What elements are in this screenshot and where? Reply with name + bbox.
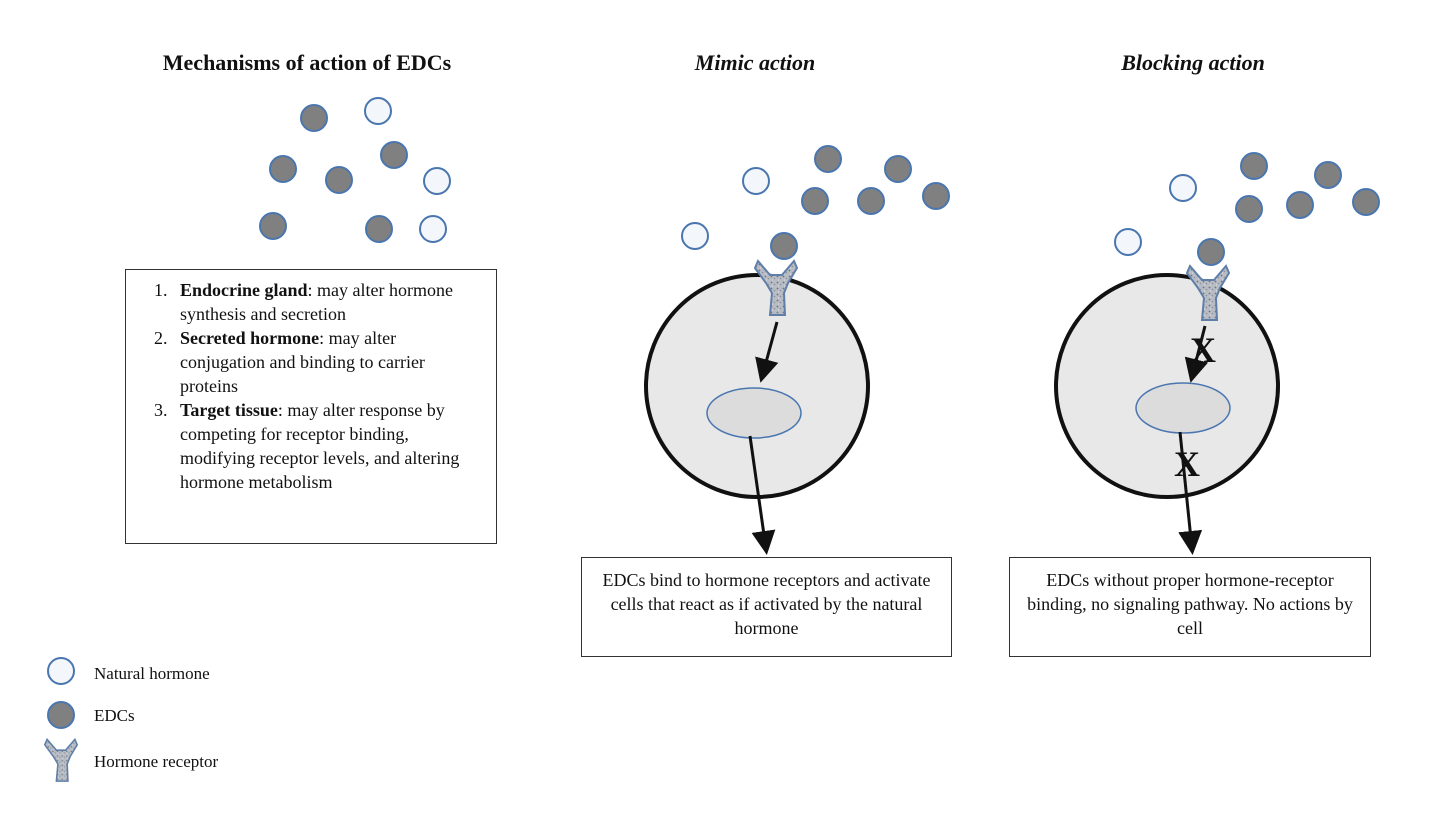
edc-bound-molecule — [1197, 238, 1225, 266]
legend-edc-swatch — [47, 701, 75, 729]
edc-molecule — [801, 187, 829, 215]
mechanisms-title: Mechanisms of action of EDCs — [162, 50, 452, 75]
blocking-signal-arrow — [1184, 325, 1209, 383]
natural-hormone-molecule — [423, 167, 451, 195]
edc-molecule — [884, 155, 912, 183]
mechanism-term: Target tissue — [180, 400, 278, 420]
legend-hormone-receptor-label: Hormone receptor — [94, 752, 219, 771]
mimic-molecule-cluster — [681, 145, 950, 250]
natural-hormone-molecule — [681, 222, 709, 250]
mimic-nucleus — [706, 387, 802, 439]
blocking-action-title: Blocking action — [1121, 50, 1265, 75]
edc-bound-molecule — [770, 232, 798, 260]
blocking-response-arrow — [1178, 431, 1203, 555]
edc-molecule — [269, 155, 297, 183]
legend-hormone-receptor-icon — [44, 738, 78, 782]
natural-hormone-molecule — [1114, 228, 1142, 256]
edc-molecule — [325, 166, 353, 194]
natural-hormone-molecule — [1169, 174, 1197, 202]
legend-natural-hormone-swatch — [47, 657, 75, 685]
edc-molecule — [1235, 195, 1263, 223]
legend-edc-label: EDCs — [94, 706, 135, 725]
blocking-nucleus — [1135, 382, 1231, 434]
natural-hormone-molecule — [742, 167, 770, 195]
mimic-response-arrow — [748, 435, 776, 555]
mechanism-term: Secreted hormone — [180, 328, 320, 348]
legend-natural-hormone-label: Natural hormone — [94, 664, 210, 683]
mechanisms-molecule-cluster — [259, 97, 451, 243]
edc-molecule — [1352, 188, 1380, 216]
mimic-cell — [644, 273, 870, 499]
mechanism-item: Secreted hormone: may alter conjugation … — [172, 326, 484, 398]
edc-molecule — [300, 104, 328, 132]
edc-molecule — [365, 215, 393, 243]
mechanisms-list-box: Endocrine gland: may alter hormone synth… — [125, 269, 497, 544]
mechanism-item: Target tissue: may alter response by com… — [172, 398, 484, 494]
blocking-molecule-cluster — [1114, 152, 1380, 256]
blocking-caption-box: EDCs without proper hormone-receptor bin… — [1009, 557, 1371, 657]
mechanism-text: : may alter hormone synthesis and secret… — [180, 280, 453, 324]
edc-molecule — [1240, 152, 1268, 180]
natural-hormone-molecule — [364, 97, 392, 125]
mimic-action-title: Mimic action — [694, 50, 816, 75]
mechanism-text: : may alter response by competing for re… — [180, 400, 460, 492]
edc-molecule — [1314, 161, 1342, 189]
edc-molecule — [380, 141, 408, 169]
edc-molecule — [259, 212, 287, 240]
mechanisms-list: Endocrine gland: may alter hormone synth… — [138, 278, 484, 494]
block-mark: X — [1190, 330, 1216, 370]
mimic-caption-box: EDCs bind to hormone receptors and activ… — [581, 557, 952, 657]
block-mark: X — [1174, 444, 1200, 484]
mimic-signal-arrow — [755, 321, 779, 383]
mechanism-term: Endocrine gland — [180, 280, 308, 300]
mechanism-item: Endocrine gland: may alter hormone synth… — [172, 278, 484, 326]
edc-molecule — [1286, 191, 1314, 219]
edc-molecule — [922, 182, 950, 210]
mechanism-text: : may alter conjugation and binding to c… — [180, 328, 425, 396]
edc-molecule — [857, 187, 885, 215]
natural-hormone-molecule — [419, 215, 447, 243]
edc-molecule — [814, 145, 842, 173]
